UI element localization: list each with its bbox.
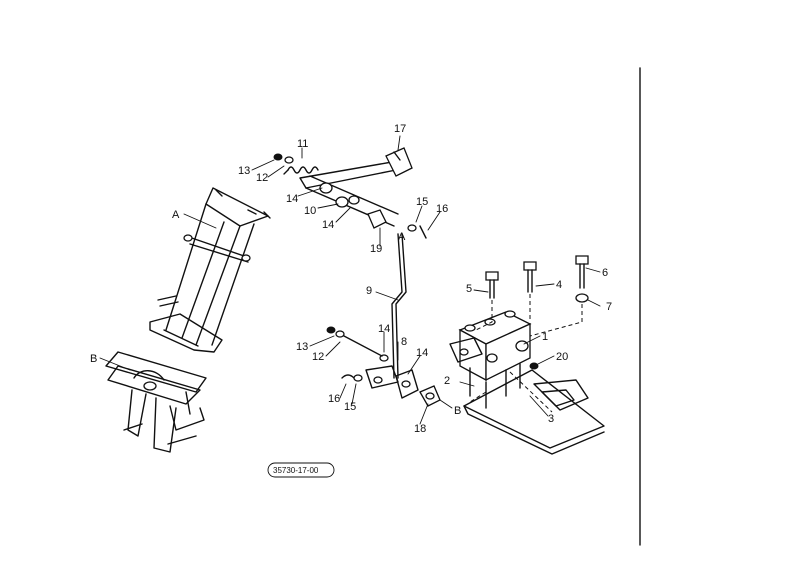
callout-2: 2 — [444, 375, 450, 387]
leader-lines — [99, 135, 601, 425]
lower-lever-assembly — [326, 326, 441, 407]
callout-14: 14 — [416, 347, 428, 359]
callout-16: 16 — [436, 203, 448, 215]
callout-13: 13 — [238, 165, 250, 177]
mounting-bolts — [475, 255, 589, 337]
callout-14: 14 — [322, 219, 334, 231]
marker-A: A — [172, 209, 180, 221]
callout-11: 11 — [297, 138, 308, 150]
return-spring — [287, 166, 319, 174]
callout-15: 15 — [416, 196, 428, 208]
collar-19 — [367, 209, 387, 229]
callout-3: 3 — [548, 413, 554, 425]
marker-B: B — [454, 405, 461, 417]
callout-19: 19 — [370, 243, 382, 255]
pedal-arm-assembly — [273, 147, 427, 239]
callout-9: 9 — [366, 285, 372, 297]
callout-5: 5 — [466, 283, 472, 295]
bushing-10 — [319, 182, 333, 194]
control-valve-assembly — [449, 310, 605, 455]
control-rod — [391, 233, 407, 379]
pedal-stand-bracket — [149, 187, 271, 353]
marker-A: A — [398, 231, 406, 243]
callout-13: 13 — [296, 341, 308, 353]
callout-14: 14 — [378, 323, 390, 335]
callout-8: 8 — [401, 336, 407, 348]
mounting-base-plate — [463, 369, 605, 449]
callout-10: 10 — [304, 205, 316, 217]
callout-20: 20 — [556, 351, 568, 363]
callout-15: 15 — [344, 401, 356, 413]
callout-1: 1 — [542, 331, 548, 343]
callout-4: 4 — [556, 279, 562, 291]
callout-16: 16 — [328, 393, 340, 405]
callout-14: 14 — [286, 193, 298, 205]
callout-7: 7 — [606, 301, 612, 313]
floor-mount-bracket — [105, 351, 207, 453]
callout-17: 17 — [394, 123, 406, 135]
callout-labels: 13 12 11 14 10 14 17 19 15 16 A A B 9 13… — [90, 123, 612, 475]
callout-18: 18 — [414, 423, 426, 435]
reference-code-frame — [267, 462, 335, 478]
callout-12: 12 — [312, 351, 324, 363]
reference-code: 35730-17-00 — [273, 466, 319, 475]
callout-6: 6 — [602, 267, 608, 279]
pedal-pad — [385, 147, 413, 177]
washer-7 — [575, 293, 589, 303]
callout-12: 12 — [256, 172, 268, 184]
marker-B: B — [90, 353, 97, 365]
